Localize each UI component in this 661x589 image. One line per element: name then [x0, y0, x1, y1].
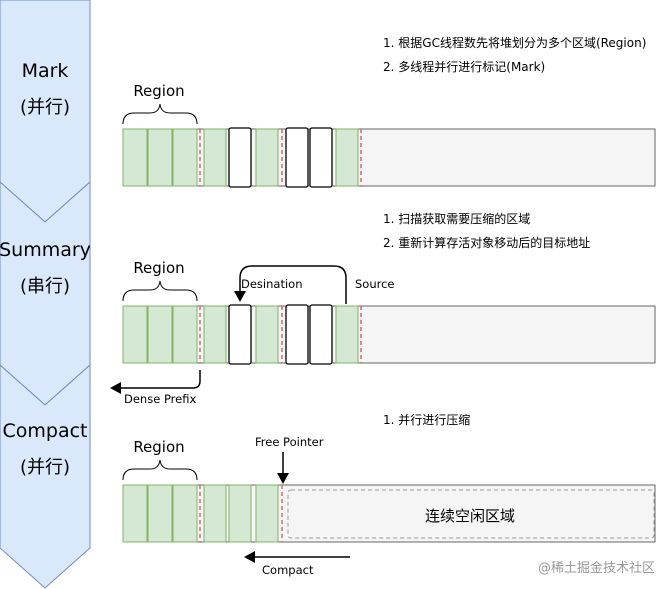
live-cell [122, 484, 148, 543]
live-cell [255, 128, 279, 187]
move-arrowhead [234, 291, 246, 302]
live-cell [335, 128, 359, 187]
live-cell [122, 128, 148, 187]
watermark: @稀土掘金技术社区 [538, 560, 655, 576]
live-cell [172, 128, 198, 187]
live-cell [147, 305, 173, 364]
live-cell [228, 484, 252, 543]
move-arrow [239, 265, 347, 304]
live-cell [172, 484, 198, 543]
empty-cell [228, 304, 252, 365]
live-cell [172, 305, 198, 364]
dense-prefix-arrow [120, 370, 201, 389]
compact-arrowhead [244, 551, 255, 563]
empty-cell [309, 304, 333, 365]
phase-name-mark: Mark [22, 60, 69, 82]
region-label-summary: Region [133, 259, 184, 277]
phase-mode-summary: (串行) [20, 276, 70, 297]
region-label-mark: Region [133, 82, 184, 100]
dense-prefix-arrowhead [110, 382, 121, 394]
phase-name-summary: Summary [0, 239, 91, 261]
live-cell [255, 484, 279, 543]
live-cell [255, 305, 279, 364]
free-pointer-label: Free Pointer [255, 435, 324, 449]
empty-cell [285, 304, 309, 365]
region-label-compact: Region [133, 438, 184, 456]
dense-prefix-label: Dense Prefix [124, 392, 196, 406]
mark-note-2: 2. 多线程并行进行标记(Mark) [383, 59, 545, 74]
region-brace-mark [122, 103, 198, 125]
heap-bar-mark [122, 128, 656, 187]
empty-cell [309, 127, 333, 188]
region-brace-compact [122, 459, 198, 481]
phase-name-compact: Compact [3, 420, 88, 442]
phase-arrow-compact [0, 363, 91, 589]
destination-label: Desination [241, 277, 302, 291]
compact-arrow-label: Compact [262, 563, 314, 577]
empty-cell [285, 127, 309, 188]
compact-note-1: 1. 并行进行压缩 [383, 412, 470, 427]
free-area-box [287, 489, 655, 539]
free-area-label: 连续空闲区域 [425, 507, 515, 525]
phase-mode-compact: (并行) [20, 457, 70, 478]
region-brace-summary [122, 280, 198, 302]
empty-cell [228, 127, 252, 188]
live-cell [147, 128, 173, 187]
live-cell [335, 305, 359, 364]
summary-note-1: 1. 扫描获取需要压缩的区域 [383, 211, 530, 226]
source-label: Source [355, 277, 395, 291]
live-cell [203, 305, 227, 364]
phase-mode-mark: (并行) [20, 97, 70, 118]
live-cell [203, 484, 227, 543]
live-cell [147, 484, 173, 543]
mark-note-1: 1. 根据GC线程数先将堆划分为多个区域(Region) [383, 35, 646, 50]
live-cell [122, 305, 148, 364]
live-cell [203, 128, 227, 187]
heap-bar-summary [122, 305, 656, 364]
free-pointer-arrowhead [277, 473, 289, 484]
summary-note-2: 2. 重新计算存活对象移动后的目标地址 [383, 235, 590, 250]
